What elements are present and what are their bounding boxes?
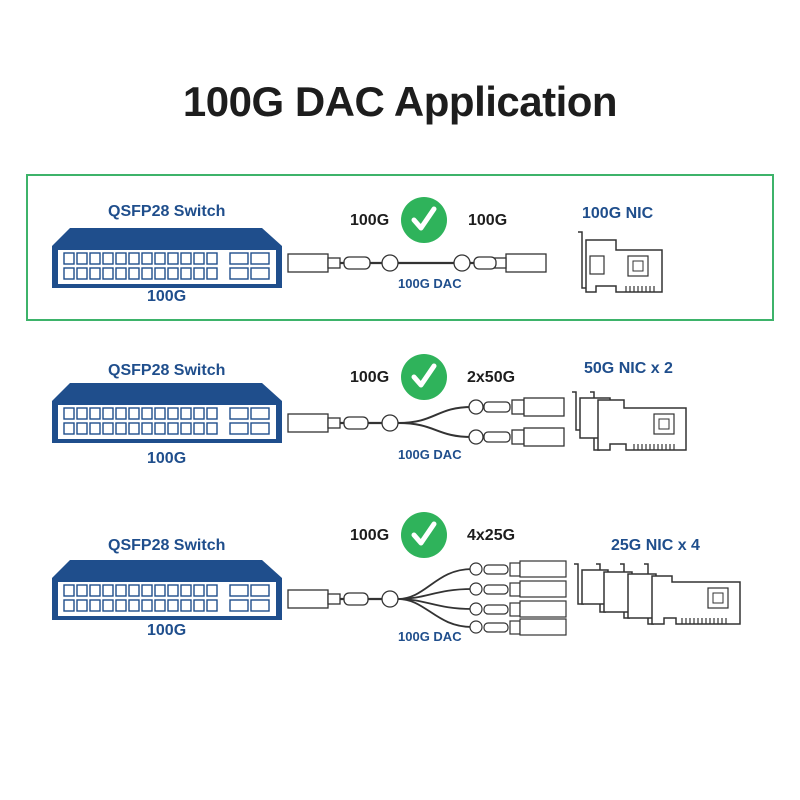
highlight-frame (26, 174, 774, 321)
page-title: 100G DAC Application (182, 78, 618, 125)
left-rate-label: 100G (350, 369, 390, 386)
left-rate-label: 100G (350, 527, 390, 544)
checkmark-icon (401, 354, 447, 400)
nic-label: 50G NIC x 2 (584, 360, 673, 377)
right-rate-label: 2x50G (467, 369, 516, 386)
switch-label: QSFP28 Switch (108, 537, 226, 554)
nic-card-icon (574, 563, 741, 625)
switch-label: QSFP28 Switch (108, 362, 226, 379)
checkmark-icon (401, 512, 447, 558)
switch-speed-label: 100G (147, 622, 187, 639)
nic-card-icon (572, 391, 687, 451)
cable-label: 100G DAC (398, 447, 462, 462)
switch-speed-label: 100G (147, 288, 187, 305)
nic-label: 100G NIC (582, 205, 654, 222)
switch-icon (52, 228, 282, 288)
dac-breakout-cable-icon (287, 397, 565, 447)
dac-cable-icon (287, 253, 547, 273)
nic-card-icon (578, 231, 663, 293)
cable-label: 100G DAC (398, 629, 462, 644)
switch-icon (52, 383, 282, 443)
switch-label: QSFP28 Switch (108, 203, 226, 220)
nic-label: 25G NIC x 4 (611, 537, 700, 554)
switch-icon (52, 560, 282, 620)
right-rate-label: 4x25G (467, 527, 516, 544)
checkmark-icon (401, 197, 447, 243)
left-rate-label: 100G (350, 212, 390, 229)
right-rate-label: 100G (468, 212, 508, 229)
dac-breakout-cable-icon (287, 560, 567, 636)
cable-label: 100G DAC (398, 276, 462, 291)
switch-speed-label: 100G (147, 450, 187, 467)
